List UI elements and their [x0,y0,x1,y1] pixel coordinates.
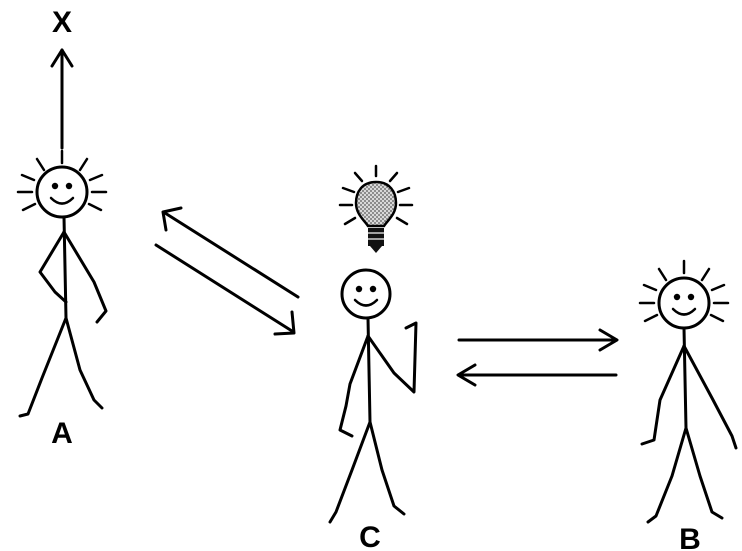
person-b-rays [638,259,730,323]
arrow-c-to-a [161,206,300,299]
up-arrow [50,48,74,150]
person-b [638,259,738,524]
label-x: X [52,6,72,39]
person-b-head [657,276,711,330]
arrow-c-to-b [457,328,619,352]
arrow-b-to-c [456,363,618,387]
arrow-a-to-c [154,243,296,336]
label-b: B [679,523,701,551]
person-a-rays [16,149,108,212]
lightbulb-icon [338,164,414,253]
person-c-head [340,268,392,320]
person-a-head [35,165,89,219]
label-c: C [359,521,381,551]
person-a [16,149,108,418]
label-a: A [51,417,73,450]
person-c [328,268,418,524]
